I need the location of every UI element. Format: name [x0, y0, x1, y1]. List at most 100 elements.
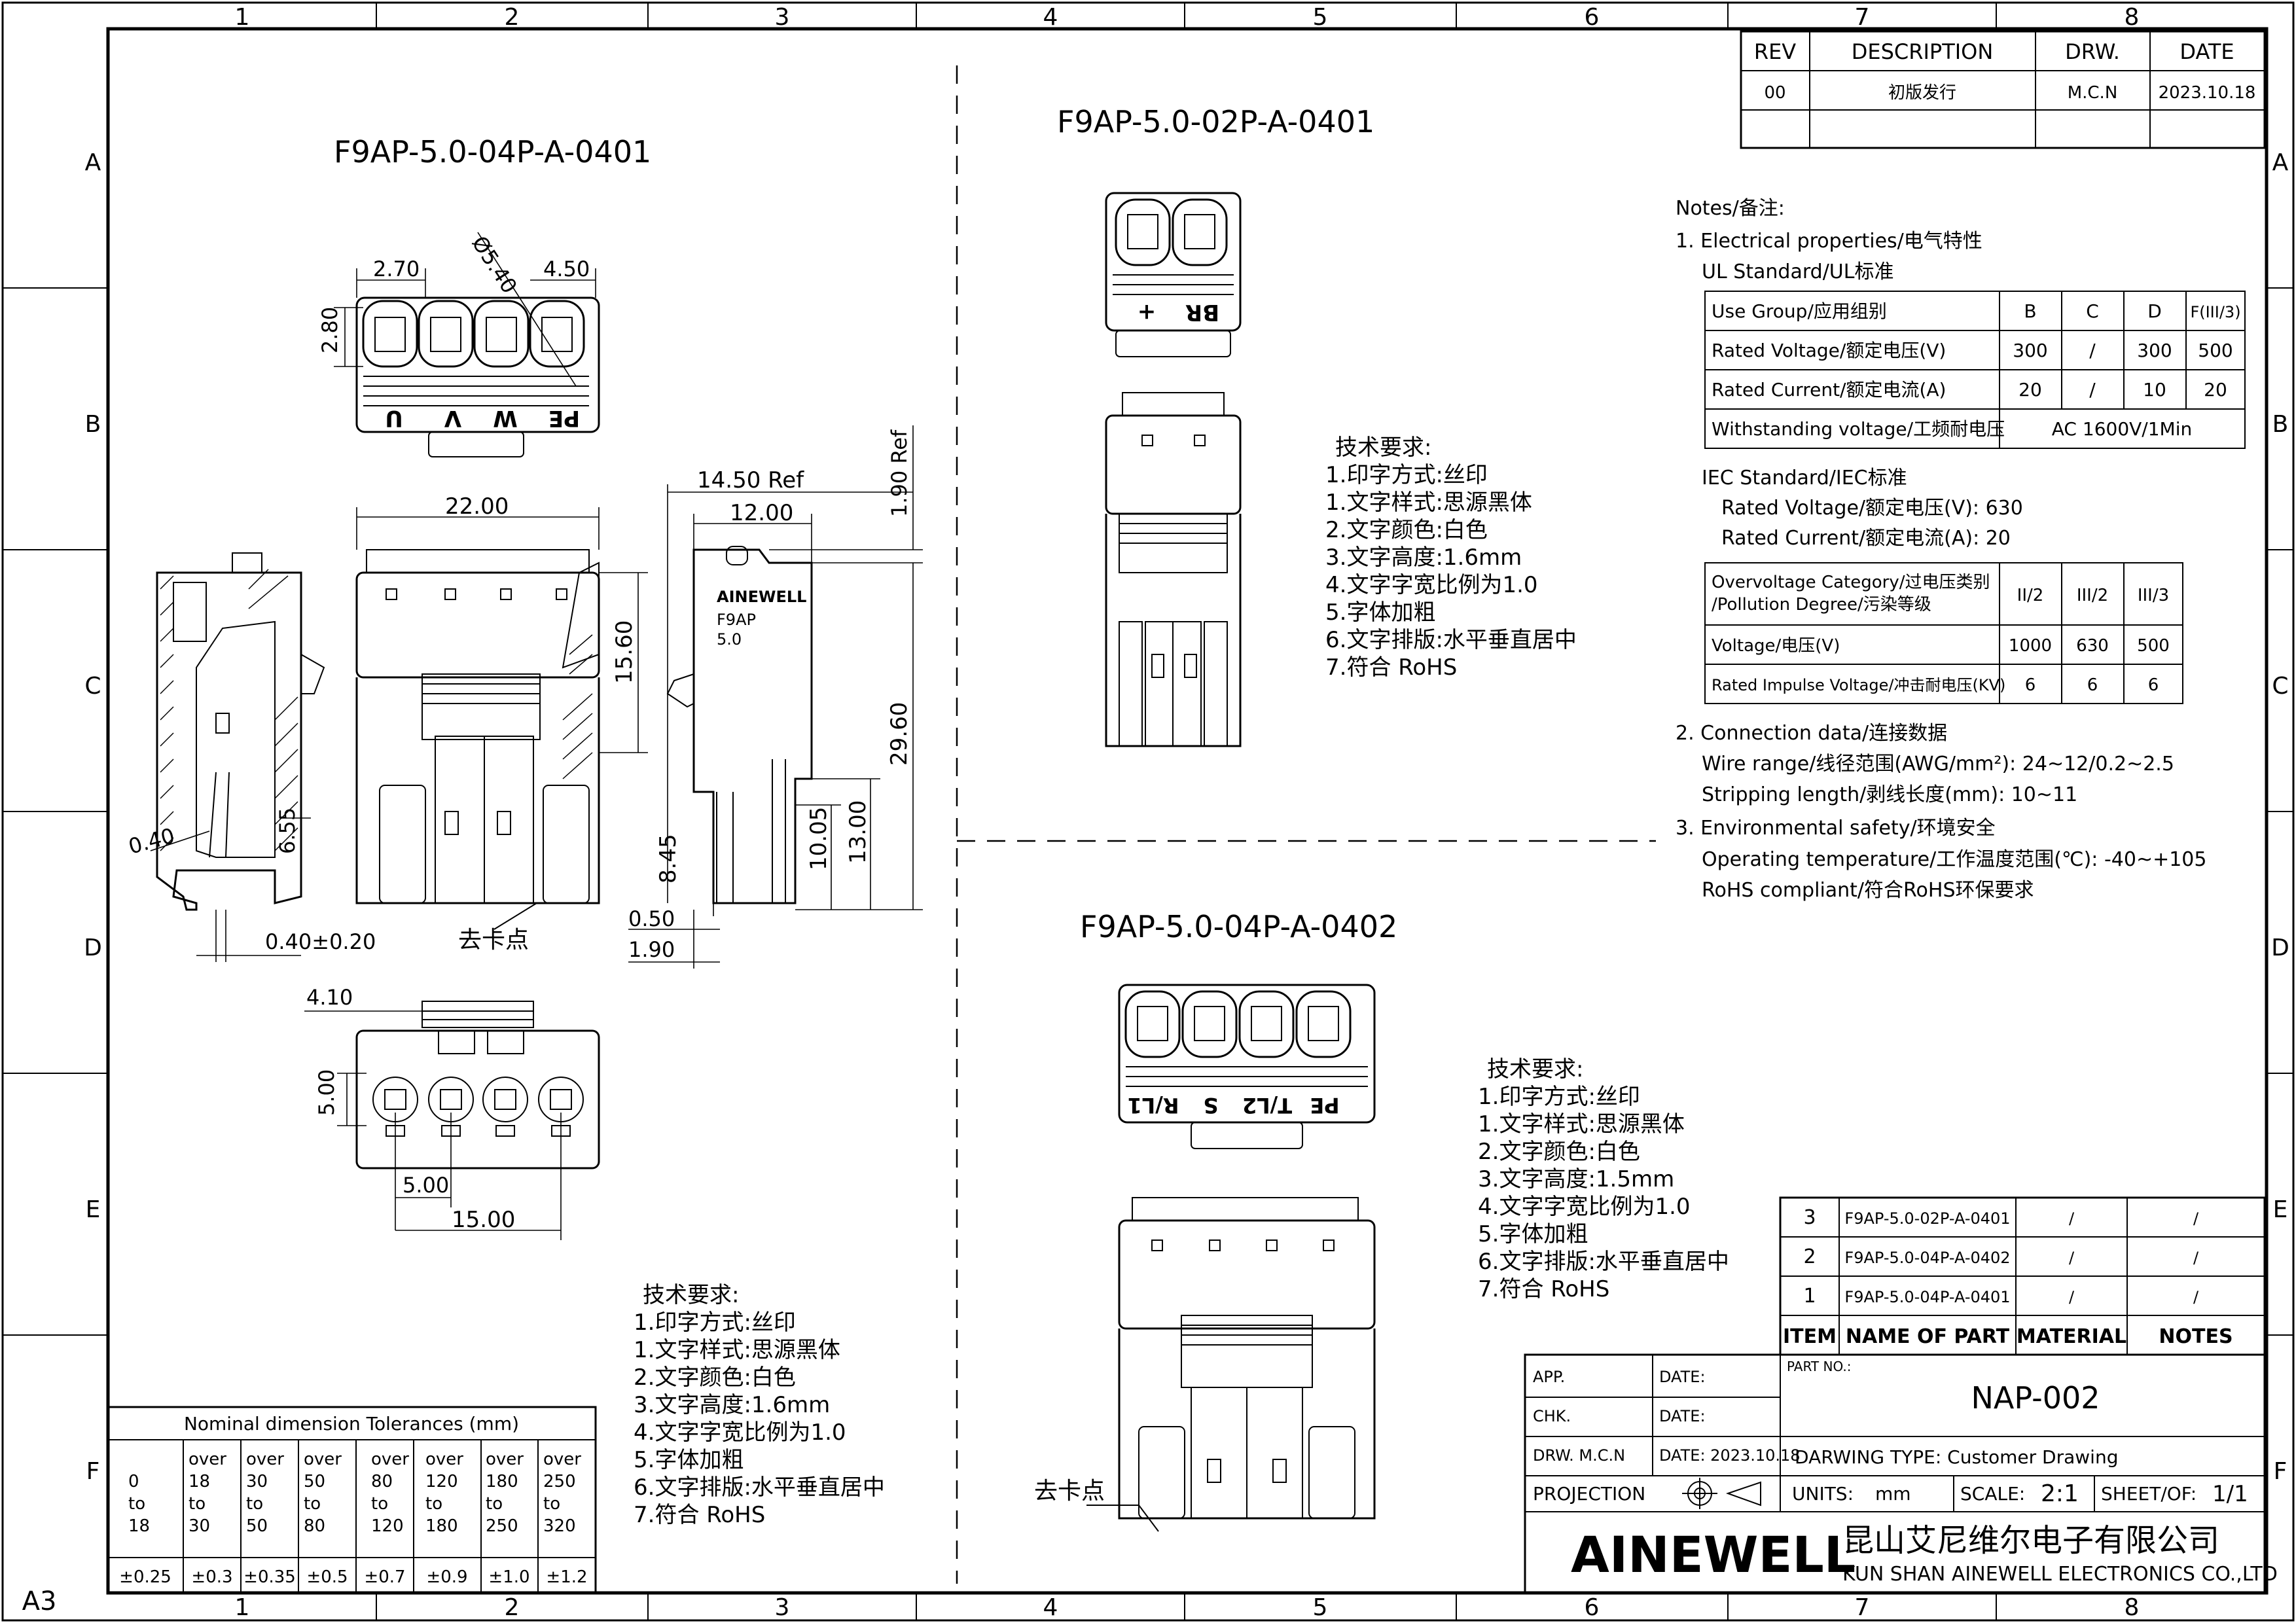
dim-6-55: 6.55 — [275, 808, 300, 854]
bom-item-1-name: F9AP-5.0-04P-A-0401 — [1844, 1288, 2010, 1306]
pin-label-pe-0402: PE — [1310, 1093, 1339, 1118]
notes-iec-title: IEC Standard/IEC标准 — [1702, 467, 1907, 490]
tol-range-3-a: over — [246, 1450, 284, 1469]
bom-item-3-no: 3 — [1803, 1206, 1816, 1229]
notes-conn-title: 2. Connection data/连接数据 — [1676, 722, 1947, 745]
ul-rated-current-b: 20 — [2018, 379, 2042, 401]
title-sheet-label: SHEET/OF: — [2101, 1483, 2197, 1505]
notes-wire-range: Wire range/线径范围(AWG/mm²): 24~12/0.2~2.5 — [1702, 753, 2174, 776]
bom-header-item: ITEM — [1783, 1325, 1837, 1348]
dim-4-10: 4.10 — [306, 985, 353, 1010]
view-title-04p-0402: F9AP-5.0-04P-A-0402 — [1080, 909, 1397, 944]
dim-15-60: 15.60 — [611, 620, 637, 684]
title-part-no-label: PART NO.: — [1787, 1359, 1851, 1374]
title-chk-label: CHK. — [1533, 1407, 1571, 1425]
tol-range-5-b: 80 — [371, 1472, 393, 1491]
tech-req-02p-item-8: 7.符合 RoHS — [1325, 654, 1457, 681]
tol-value-5: ±0.7 — [364, 1567, 405, 1587]
iec-cat-ii-2: II/2 — [2017, 586, 2044, 605]
ul-rated-current-c: / — [2089, 379, 2096, 401]
pin-label-br: BR — [1185, 299, 1219, 325]
tol-range-1-b: to — [128, 1494, 145, 1514]
zone-col-8-top: 8 — [2125, 4, 2140, 31]
tech-requirements-02p: 技术要求: 1.印字方式:丝印 1.文字样式:思源黑体 2.文字颜色:白色 3.… — [1325, 435, 1577, 681]
tech-req-a-item-7: 6.文字排版:水平垂直居中 — [634, 1474, 885, 1501]
tol-range-7-d: 250 — [486, 1516, 518, 1536]
bom-item-1-no: 1 — [1803, 1285, 1816, 1308]
ul-rated-voltage-b: 300 — [2013, 340, 2047, 361]
title-sheet-value: 1/1 — [2212, 1481, 2248, 1507]
tol-range-7-c: to — [486, 1494, 503, 1514]
ul-group-c: C — [2086, 300, 2099, 322]
tol-value-1: ±0.25 — [119, 1567, 171, 1587]
zone-row-e-left: E — [86, 1196, 101, 1223]
view-04p-0401: F9AP-5.0-04P-A-0401 U V W PE — [126, 134, 923, 1240]
dim-13-00: 13.00 — [845, 800, 871, 864]
dim-10-05: 10.05 — [806, 807, 832, 870]
zone-col-2-top: 2 — [505, 4, 520, 31]
view-04p-0402: F9AP-5.0-04P-A-0402 R/L1 S T/L2 PE — [1034, 909, 1397, 1532]
title-drw-label: DRW. M.C.N — [1533, 1446, 1625, 1465]
zone-col-1-bottom: 1 — [235, 1594, 250, 1621]
tol-value-6: ±0.9 — [426, 1567, 467, 1587]
tech-req-a-item-8: 7.符合 RoHS — [634, 1502, 765, 1528]
top-view-02p-0401: + BR — [1105, 192, 1242, 357]
tol-range-2-c: to — [188, 1494, 206, 1514]
tol-range-4-a: over — [304, 1450, 342, 1469]
dim-0-40-tol: 0.40±0.20 — [265, 929, 376, 954]
iec-table: Overvoltage Category/过电压类别 /Pollution De… — [1704, 562, 2183, 704]
tol-range-8-d: 320 — [543, 1516, 576, 1536]
pin-label-u: U — [385, 405, 403, 431]
iec-cat-iii-2: III/2 — [2077, 586, 2108, 605]
tech-req-02p-item-6: 5.字体加粗 — [1325, 599, 1435, 626]
tech-req-02p-item-1: 1.印字方式:丝印 — [1325, 462, 1488, 488]
iec-cat-iii-3: III/3 — [2138, 586, 2169, 605]
tech-req-a-item-1: 1.印字方式:丝印 — [634, 1310, 796, 1336]
bom-item-1-material: / — [2069, 1288, 2075, 1306]
bom-item-3-name: F9AP-5.0-02P-A-0401 — [1844, 1209, 2010, 1228]
front-view-04p-0402: 去卡点 — [1034, 1197, 1376, 1532]
tol-range-6-b: 120 — [425, 1472, 458, 1491]
bom-item-2-material: / — [2069, 1249, 2075, 1267]
tech-req-b-title: 技术要求: — [1487, 1056, 1583, 1082]
iec-impulse-label: Rated Impulse Voltage/冲击耐电压(KV) — [1712, 676, 2005, 694]
title-units-label: UNITS: — [1792, 1483, 1854, 1505]
date-header: DATE — [2179, 39, 2234, 64]
projection-symbol-icon — [1682, 1478, 1761, 1509]
tol-value-8: ±1.2 — [546, 1567, 587, 1587]
bom-item-3-notes: / — [2193, 1209, 2199, 1228]
tol-value-7: ±1.0 — [488, 1567, 529, 1587]
dim-5-00-h: 5.00 — [314, 1069, 339, 1116]
dim-1-90: 1.90 — [628, 937, 675, 962]
tol-range-5-d: 120 — [371, 1516, 404, 1536]
notes-strip-length: Stripping length/剥线长度(mm): 10~11 — [1702, 783, 2077, 806]
pin-label-s: S — [1203, 1093, 1218, 1118]
tol-range-2-d: 30 — [188, 1516, 210, 1536]
ul-rated-current-d: 10 — [2143, 379, 2166, 401]
bom-item-2-no: 2 — [1803, 1245, 1816, 1268]
view-title-02p-0401: F9AP-5.0-02P-A-0401 — [1057, 104, 1374, 139]
iec-voltage-1: 1000 — [2009, 636, 2052, 656]
side-marking-model: F9AP — [717, 611, 756, 629]
dim-4-50: 4.50 — [543, 257, 590, 281]
ul-rated-current-f: 20 — [2204, 379, 2227, 401]
bom-item-2-name: F9AP-5.0-04P-A-0402 — [1844, 1249, 2010, 1267]
zone-row-d-left: D — [84, 935, 102, 961]
title-part-no: NAP-002 — [1971, 1380, 2100, 1416]
ul-withstanding-label: Withstanding voltage/工频耐电压 — [1712, 418, 2005, 440]
tech-requirements-b: 技术要求: 1.印字方式:丝印 1.文字样式:思源黑体 2.文字颜色:白色 3.… — [1478, 1056, 1729, 1302]
dim-22-00: 22.00 — [445, 493, 509, 520]
dim-2-70: 2.70 — [373, 257, 420, 281]
zone-col-6-bottom: 6 — [1585, 1594, 1600, 1621]
ul-rated-voltage-c: / — [2089, 340, 2096, 361]
tol-range-3-b: 30 — [246, 1472, 268, 1491]
notes-title: Notes/备注: — [1676, 197, 1785, 220]
tolerance-table: Nominal dimension Tolerances (mm) 0 to 1… — [107, 1406, 597, 1594]
dim-0-50: 0.50 — [628, 906, 675, 931]
tech-req-a-item-6: 5.字体加粗 — [634, 1447, 744, 1473]
tol-range-8-c: to — [543, 1494, 560, 1514]
revision-table: REV DESCRIPTION DRW. DATE 00 初版发行 M.C.N … — [1740, 30, 2266, 149]
latch-label-04p-0401: 去卡点 — [458, 927, 529, 954]
zone-col-7-top: 7 — [1855, 4, 1870, 31]
